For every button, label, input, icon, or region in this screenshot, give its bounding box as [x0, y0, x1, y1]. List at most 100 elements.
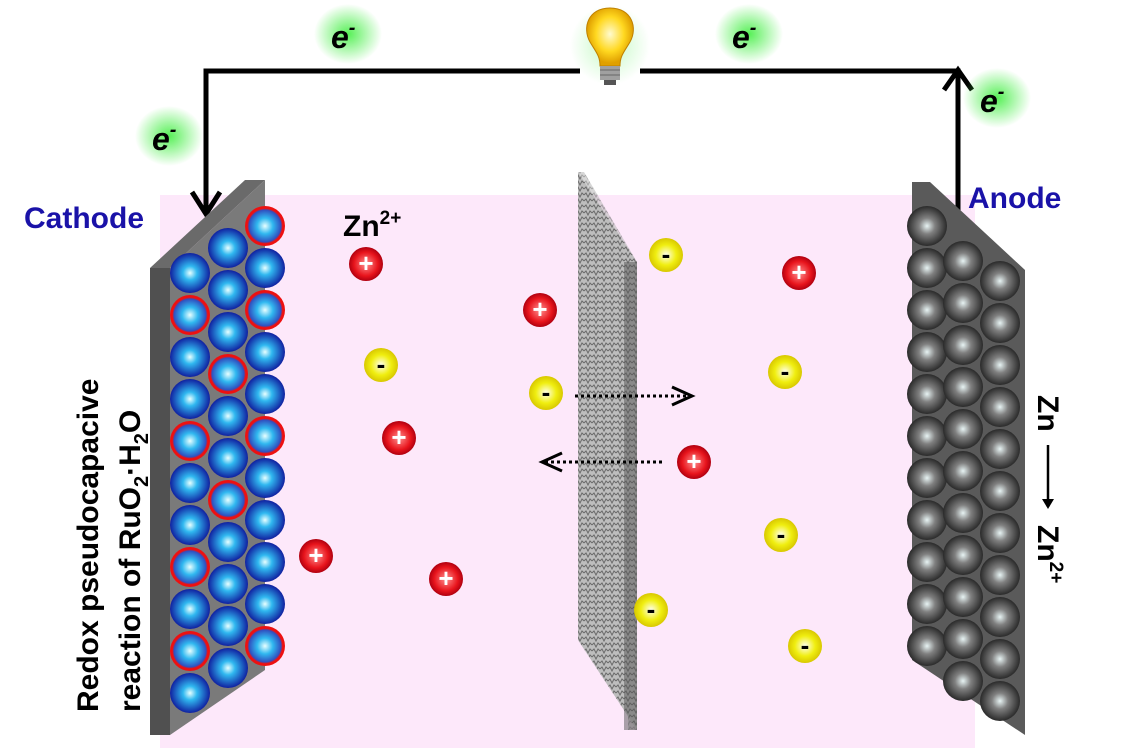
ruo2-particle-reacted: [245, 626, 285, 666]
zinc-particle: [943, 367, 983, 407]
anion: -: [768, 355, 802, 389]
anion: -: [364, 348, 398, 382]
ruo2-particle: [208, 228, 248, 268]
separator-membrane: [578, 172, 637, 730]
zn2-cation: +: [349, 247, 383, 281]
minus-sign: -: [662, 239, 671, 269]
ruo2-particle: [170, 463, 210, 503]
ruo2-particle-reacted: [170, 421, 210, 461]
anode-zinc-particles: [907, 206, 1020, 721]
plus-sign: +: [358, 248, 373, 278]
plus-sign: +: [391, 422, 406, 452]
cathode-reaction-line1: Redox pseudocapacive: [72, 379, 105, 712]
plus-sign: +: [438, 563, 453, 593]
zn2-cation: +: [429, 562, 463, 596]
svg-text:e-: e-: [331, 17, 356, 55]
anion: -: [788, 629, 822, 663]
minus-sign: -: [542, 377, 551, 407]
cathode-ruo2-particles: [170, 206, 285, 713]
minus-sign: -: [781, 356, 790, 386]
reaction-text: reaction of RuO: [114, 487, 147, 712]
ruo2-particle: [208, 606, 248, 646]
minus-sign: -: [801, 630, 810, 660]
ruo2-particle: [170, 253, 210, 293]
zinc-particle: [980, 555, 1020, 595]
ruo2-particle: [208, 648, 248, 688]
minus-sign: -: [647, 594, 656, 624]
electrons: e-e-e-e-: [135, 4, 1031, 166]
plus-sign: +: [532, 294, 547, 324]
svg-text:Zn2+: Zn2+: [1031, 525, 1066, 583]
zinc-particle: [907, 542, 947, 582]
zinc-particle: [980, 261, 1020, 301]
zinc-particle: [980, 597, 1020, 637]
ruo2-particle: [245, 458, 285, 498]
plus-sign: +: [686, 446, 701, 476]
anode-label: Anode: [968, 182, 1061, 215]
electrolyte: [160, 195, 975, 748]
svg-text:e-: e-: [732, 17, 757, 55]
zn-ion-charge: 2+: [380, 208, 402, 229]
ruo2-particle: [245, 542, 285, 582]
arrow-up-icon: [941, 65, 975, 92]
zn-ion-text: Zn: [343, 210, 380, 243]
zn2-cation: +: [677, 445, 711, 479]
ruo2-particle: [208, 438, 248, 478]
ruo2-particle: [208, 396, 248, 436]
ruo2-particle: [245, 332, 285, 372]
ruo2-particle: [245, 248, 285, 288]
zinc-particle: [907, 626, 947, 666]
zinc-particle: [943, 493, 983, 533]
anode-reaction-charge: 2+: [1045, 562, 1066, 584]
ruo2-particle-reacted: [245, 416, 285, 456]
zinc-particle: [907, 290, 947, 330]
ruo2-particle: [170, 379, 210, 419]
ruo2-particle: [170, 589, 210, 629]
ruo2-particle: [245, 500, 285, 540]
zinc-particle: [943, 661, 983, 701]
ruo2-particle-reacted: [245, 206, 285, 246]
subscript: 2: [131, 433, 153, 444]
zinc-particle: [943, 577, 983, 617]
cation-migration-arrow: [538, 451, 662, 473]
zinc-particle: [943, 409, 983, 449]
reaction-text: ·H: [114, 444, 147, 476]
zinc-particle: [980, 513, 1020, 553]
anion: -: [764, 518, 798, 552]
zinc-particle: [980, 387, 1020, 427]
electron: e-: [963, 68, 1031, 128]
zn-ion-label: Zn2+: [343, 208, 401, 243]
minus-sign: -: [777, 519, 786, 549]
anode-reaction-label: Zn Zn2+: [1031, 395, 1066, 583]
zinc-particle: [980, 345, 1020, 385]
ruo2-particle: [170, 673, 210, 713]
zinc-particle: [943, 283, 983, 323]
ruo2-particle: [245, 374, 285, 414]
plus-sign: +: [308, 540, 323, 570]
electrolyte-ions: +++++++-------: [299, 238, 822, 663]
anion: -: [529, 376, 563, 410]
svg-text:e-: e-: [980, 81, 1005, 119]
cathode-reaction-line2: reaction of RuO2·H2O: [114, 410, 153, 712]
zinc-particle: [943, 325, 983, 365]
anode-reaction-to: Zn: [1031, 525, 1064, 562]
ruo2-particle: [170, 505, 210, 545]
ruo2-particle-reacted: [170, 295, 210, 335]
minus-sign: -: [377, 349, 386, 379]
ruo2-particle-reacted: [170, 631, 210, 671]
ruo2-particle: [245, 584, 285, 624]
ruo2-particle: [208, 270, 248, 310]
zinc-particle: [907, 374, 947, 414]
anion-migration-arrow: [575, 385, 696, 407]
electron: e-: [715, 4, 783, 64]
anode-reaction-from: Zn: [1031, 395, 1064, 432]
zinc-particle: [943, 535, 983, 575]
ruo2-particle: [208, 564, 248, 604]
zinc-particle: [907, 584, 947, 624]
electron: e-: [314, 4, 382, 64]
zinc-particle: [907, 248, 947, 288]
cathode-reaction-label: Redox pseudocapacive reaction of RuO2·H2…: [72, 379, 153, 712]
light-bulb-icon: [570, 5, 650, 85]
